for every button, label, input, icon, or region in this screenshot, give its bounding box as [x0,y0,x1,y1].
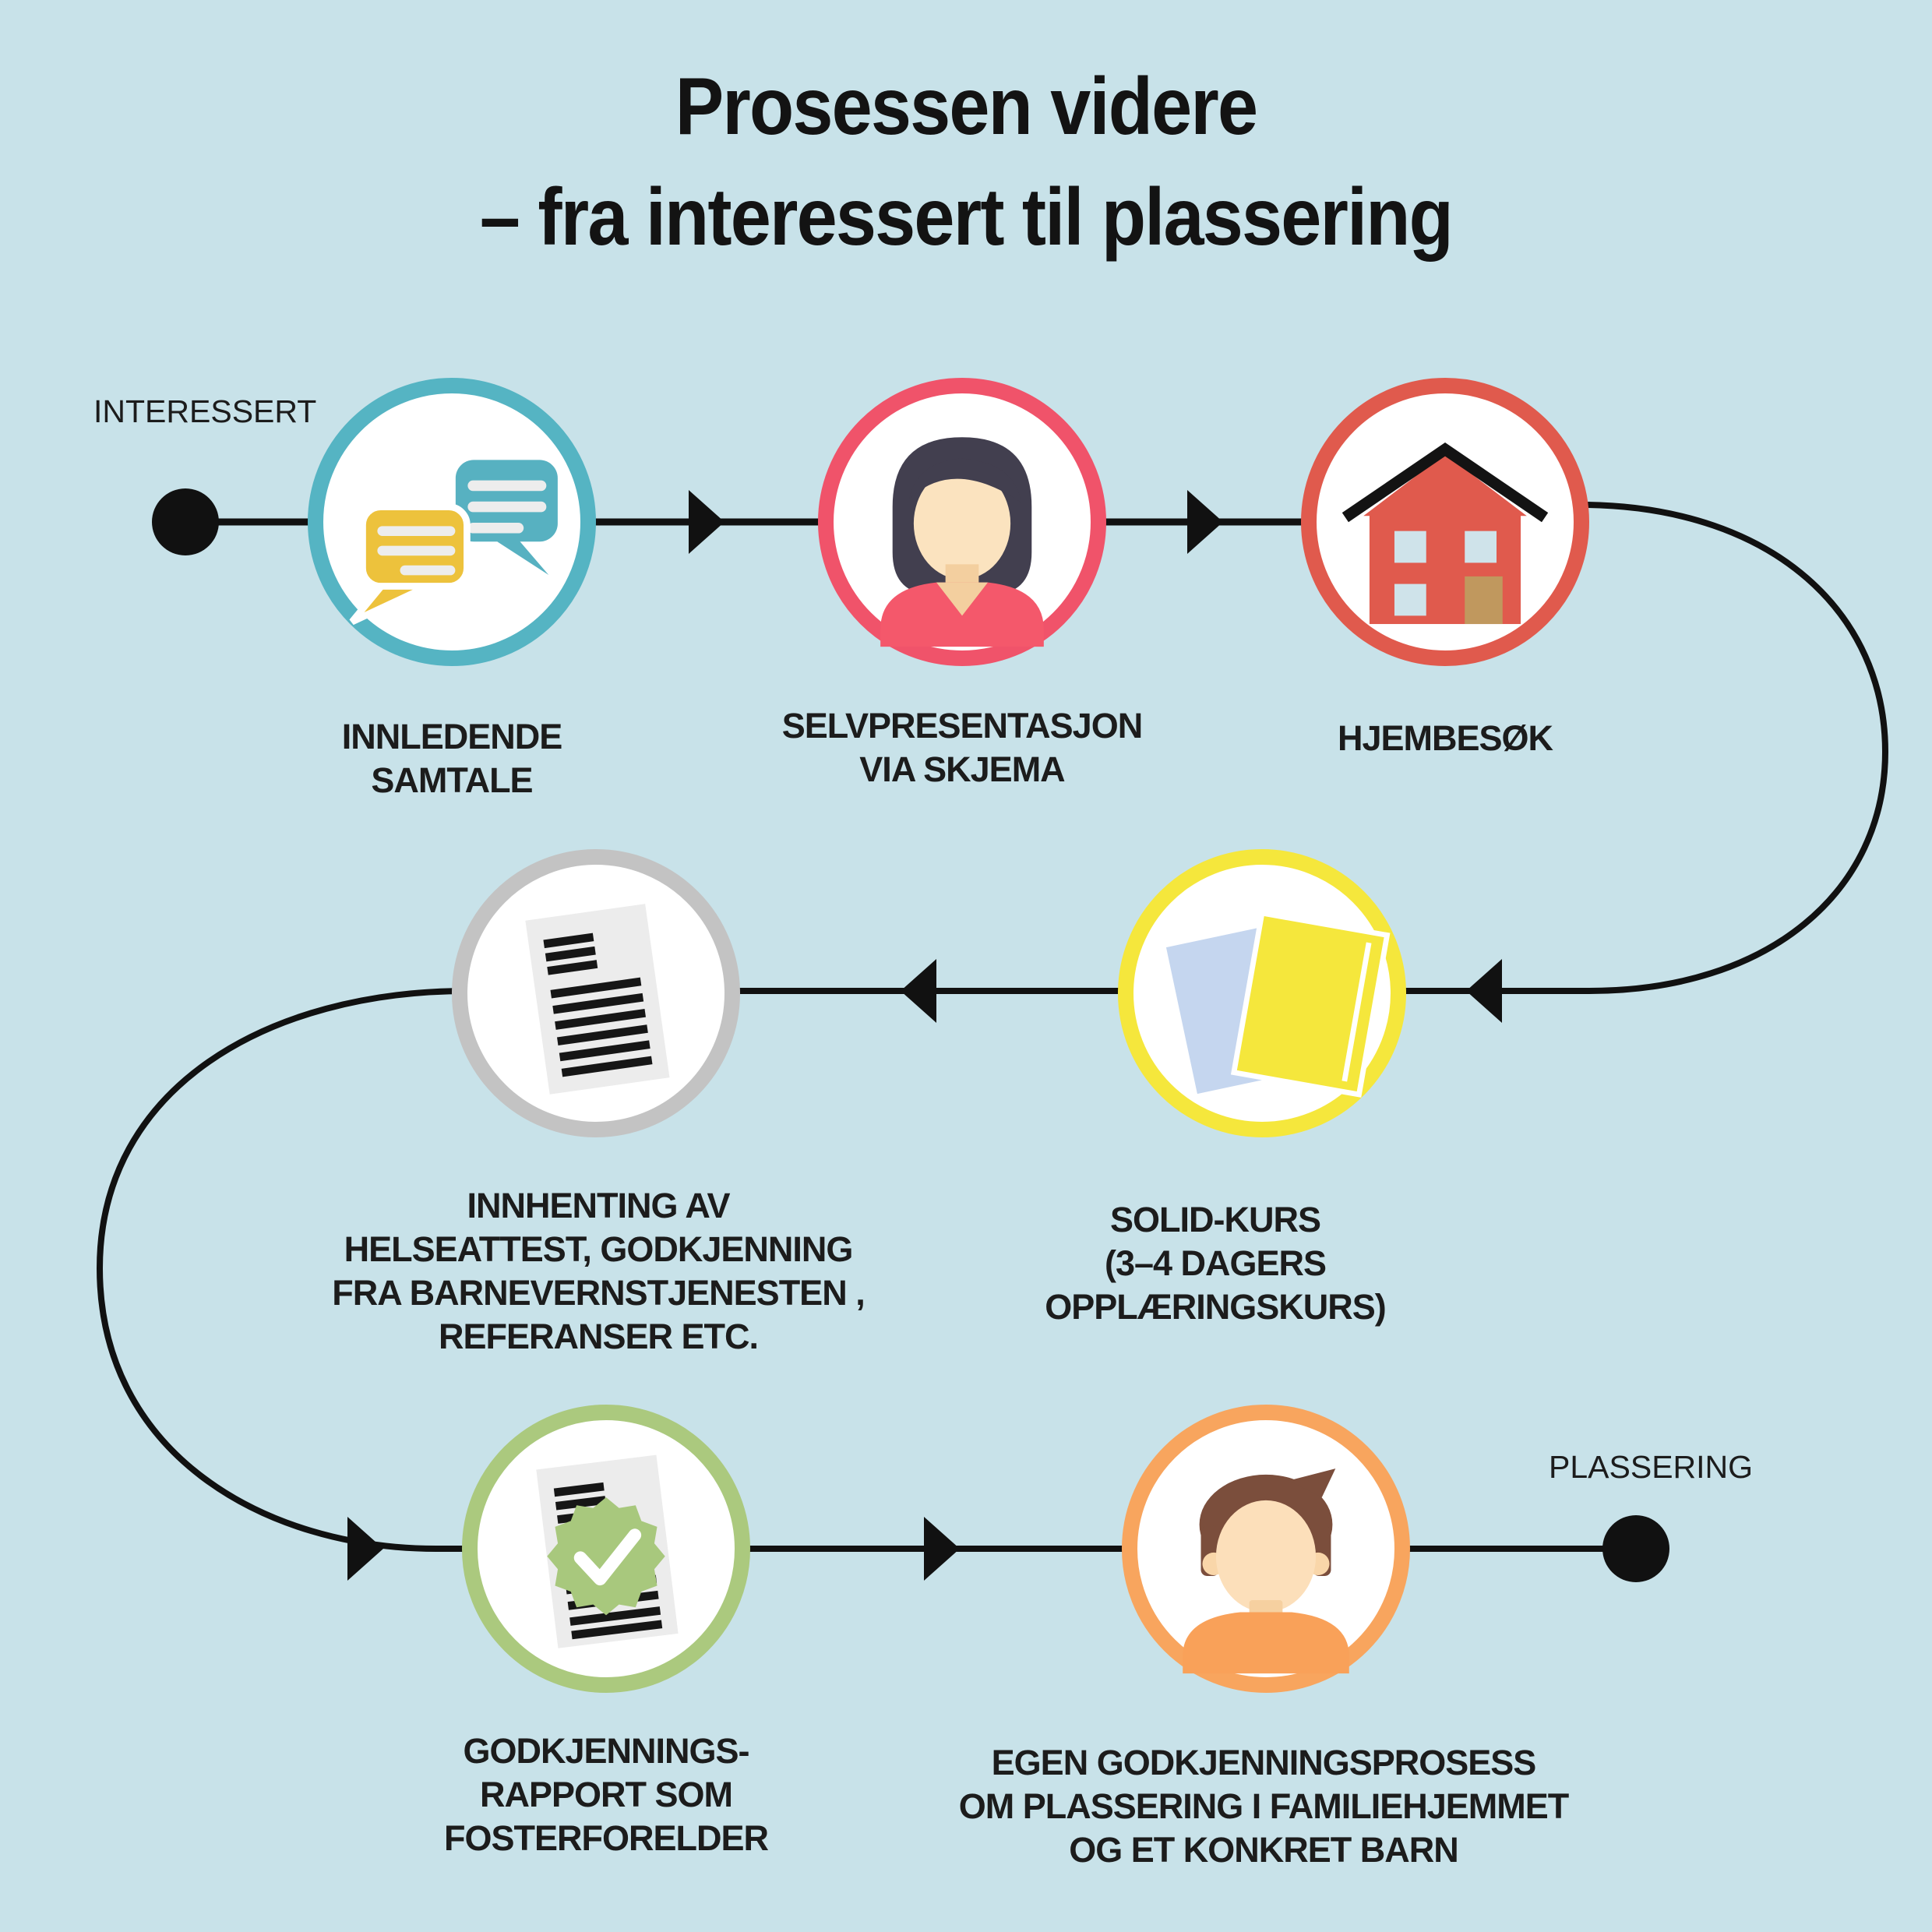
page-title: Prosessen videre – fra interessert til p… [97,51,1835,273]
arrow-right-icon [924,1517,960,1581]
step-ring [1301,378,1589,666]
step-ring [1118,849,1406,1137]
step-label-hjembesok: HJEMBESØK [1337,718,1553,758]
arrow-right-icon [1187,490,1223,554]
end-label: PLASSERING [1549,1449,1754,1485]
step-ring [818,378,1106,666]
arrow-right-icon [347,1517,383,1581]
yellow-chat-bubble [349,503,471,626]
step-innledende-samtale [308,378,596,666]
end-dot [1602,1515,1669,1582]
document-icon [525,904,670,1095]
woman-avatar-icon [880,437,1044,647]
step-ring [1122,1405,1410,1693]
step-selvpresentasjon [818,378,1106,666]
step-egen-godkjenningsprosess [1122,1405,1410,1693]
step-godkjenningsrapport [462,1405,750,1693]
arrow-left-icon [901,959,936,1023]
arrow-left-icon [1466,959,1502,1023]
step-innhenting [452,849,740,1137]
connector-left-curve [96,988,1636,1552]
boy-avatar-icon [1183,1468,1349,1674]
arrow-right-icon [689,490,724,554]
step-label-egen-godkjenningsprosess: EGEN GODKJENNINGSPROSESS OM PLASSERING I… [958,1743,1570,1870]
page-title-line2: – fra interessert til plassering [479,172,1454,263]
step-label-selvpresentasjon: SELVPRESENTASJON VIA SKJEMA [781,706,1143,789]
approval-badge [547,1497,665,1616]
connector-right-curve [464,502,1889,994]
teal-chat-bubble [455,460,558,575]
house-icon [1341,442,1549,625]
step-solid-kurs [1118,849,1406,1137]
approved-document-icon [536,1454,679,1648]
booklets-icon [1165,910,1391,1098]
step-label-innledende-samtale: INNLEDENDE SAMTALE [341,717,563,800]
step-label-godkjenningsrapport: GODKJENNINGS- RAPPORT SOM FOSTERFORELDER [443,1731,769,1858]
chat-bubbles-icon [349,460,558,626]
page-title-line1: Prosessen videre [675,62,1258,152]
yellow-booklet [1230,910,1391,1098]
start-dot [152,488,219,555]
step-ring [462,1405,750,1693]
step-ring [452,849,740,1137]
checkmark-icon [573,1528,642,1586]
step-label-solid-kurs: SOLID-KURS (3–4 DAGERS OPPLÆRINGSKURS) [1045,1200,1387,1327]
step-label-innhenting: INNHENTING AV HELSEATTEST, GODKJENNING F… [332,1186,865,1356]
step-ring [308,378,596,666]
step-hjembesok [1301,378,1589,666]
start-label: INTERESSERT [93,393,317,429]
